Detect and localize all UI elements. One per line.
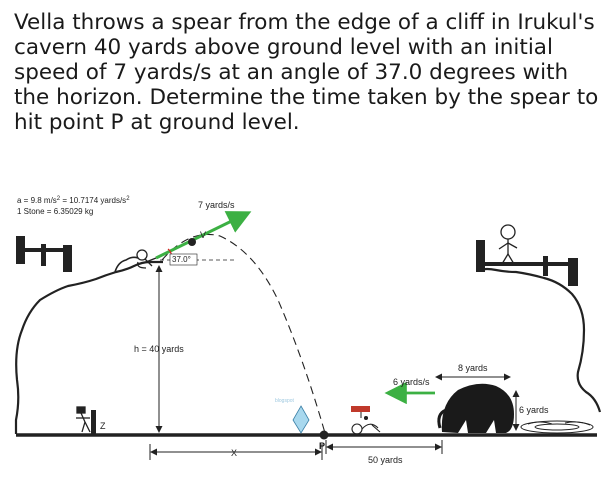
distance-label: 50 yards: [368, 455, 403, 465]
pit: [520, 420, 594, 434]
question-text: Vella throws a spear from the edge of a …: [14, 10, 599, 135]
height-label: h = 40 yards: [134, 344, 184, 354]
p-label: P: [319, 441, 325, 451]
stone-constant: 1 Stone = 6.35029 kg: [17, 207, 93, 216]
z-post: [91, 410, 96, 436]
velocity-arrow: [155, 211, 252, 260]
right-cliff: [479, 267, 602, 413]
right-torch-structure: [476, 240, 578, 286]
z-marker-figure: [76, 406, 91, 433]
beast: [437, 383, 514, 433]
thrower-figure: [136, 249, 157, 269]
stick-figure-right: [498, 224, 518, 265]
left-cliff-top: [114, 256, 139, 273]
point-p: [319, 430, 329, 440]
z-label: Z: [100, 421, 106, 431]
angle-label: 37.0°: [172, 255, 191, 264]
small-creature: [351, 415, 381, 435]
left-torch-structure: [16, 236, 72, 272]
crystal: [292, 405, 310, 434]
small-red-sign: [351, 406, 370, 412]
left-cliff: [14, 260, 163, 434]
v-label: V: [200, 230, 206, 240]
angle-box: [169, 253, 198, 266]
gravity-constant: a = 9.8 m/s2 = 10.7174 yards/s2: [17, 196, 130, 205]
speed-label: 7 yards/s: [198, 200, 235, 210]
beast-height-label: 6 yards: [519, 405, 549, 415]
beast-width-label: 8 yards: [458, 363, 488, 373]
trajectory: [161, 233, 326, 434]
beast-speed-label: 6 yards/s: [393, 377, 430, 387]
x-label: X: [231, 448, 237, 458]
spear-point: [188, 238, 196, 246]
watermark-text: blogspot: [275, 398, 295, 404]
